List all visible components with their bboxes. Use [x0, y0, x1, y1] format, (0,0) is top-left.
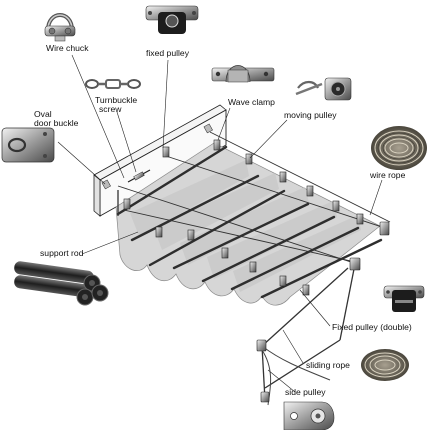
label-fixed-pulley: fixed pulley: [146, 49, 189, 58]
wave-clamp-icon: [212, 66, 274, 83]
label-wire-chuck: Wire chuck: [46, 44, 89, 53]
label-sliding-rope: sliding rope: [306, 361, 350, 370]
turnbuckle-screw-icon: [86, 80, 140, 88]
side-pulley-icon: [284, 402, 334, 430]
label-wave-clamp: Wave clamp: [228, 98, 275, 107]
label-turnbuckle-line2: screw: [99, 105, 121, 114]
sliding-rope-coil-icon: [361, 349, 409, 381]
label-oval-door-buckle-line2: door buckle: [34, 119, 78, 128]
fixed-pulley-double-icon: [384, 286, 424, 312]
moving-pulley-icon: [296, 78, 351, 100]
label-moving-pulley: moving pulley: [284, 111, 337, 120]
label-side-pulley: side pulley: [285, 388, 326, 397]
support-rod-bundle-icon: [13, 260, 108, 305]
oval-door-buckle-icon: [2, 128, 54, 162]
wire-chuck-icon: [45, 15, 75, 41]
label-wire-rope: wire rope: [370, 171, 405, 180]
label-support-rod: support rod: [40, 249, 83, 258]
fixed-pulley-icon: [146, 6, 198, 34]
label-fixed-pulley-double: Fixed pulley (double): [332, 323, 412, 332]
wire-rope-coil-icon: [371, 126, 427, 170]
